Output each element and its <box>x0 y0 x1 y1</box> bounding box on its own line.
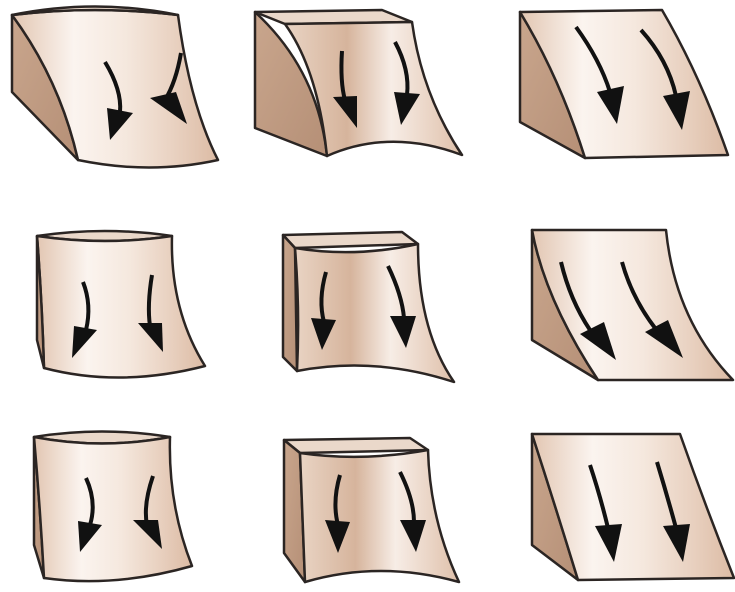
front-face <box>300 450 459 582</box>
block-r2-c1 <box>37 231 205 378</box>
block-r3-c1 <box>34 432 192 582</box>
block-r3-c3 <box>532 434 734 580</box>
top-face <box>284 438 428 453</box>
block-r2-c3 <box>532 230 733 380</box>
top-face <box>283 232 418 248</box>
front-face <box>34 437 192 581</box>
block-r1-c2 <box>255 10 462 156</box>
block-r2-c2 <box>283 232 454 382</box>
block-r3-c2 <box>284 438 459 582</box>
block-r1-c1 <box>12 7 218 168</box>
front-face <box>37 236 205 378</box>
front-face <box>295 244 454 382</box>
block-r1-c3 <box>520 10 728 158</box>
